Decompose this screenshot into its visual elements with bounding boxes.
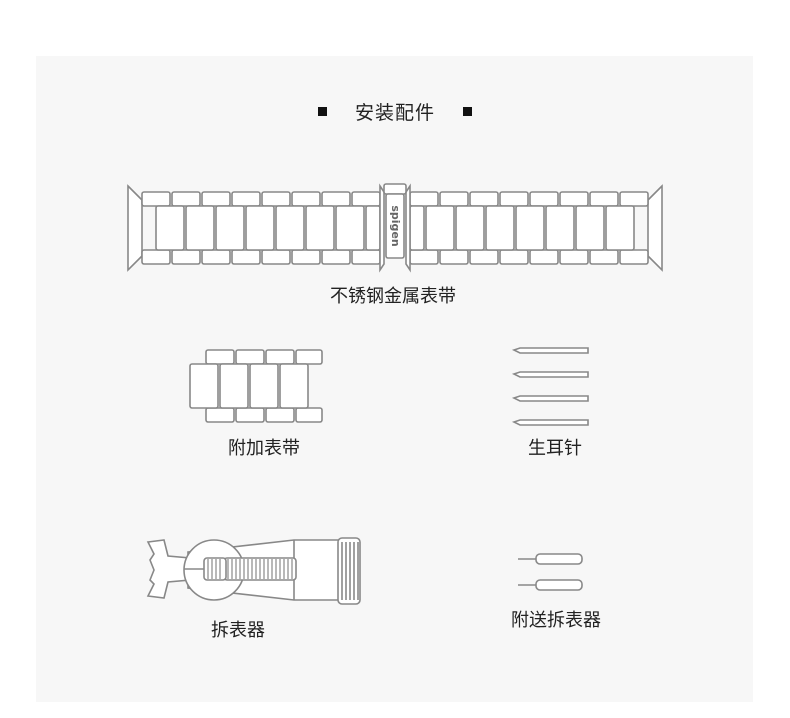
spring-bars-label: 生耳针	[528, 438, 582, 459]
extra-links-icon	[189, 349, 323, 423]
spring-bars-icon	[511, 347, 589, 426]
pin-tools-label: 附送拆表器	[511, 610, 601, 631]
section-title: 安装配件	[354, 102, 435, 124]
section-heading: 安装配件	[0, 98, 790, 124]
link-remover-tool-icon	[146, 537, 361, 605]
band-icon: spigen	[127, 183, 663, 273]
pin-tools-icon	[518, 553, 583, 591]
square-bullet-icon	[463, 107, 472, 116]
band-brand-text: spigen	[389, 205, 402, 246]
square-bullet-icon	[317, 107, 327, 116]
extra-links-label: 附加表带	[228, 438, 300, 459]
remover-tool-label: 拆表器	[211, 620, 265, 641]
band-label: 不锈钢金属表带	[330, 286, 456, 307]
